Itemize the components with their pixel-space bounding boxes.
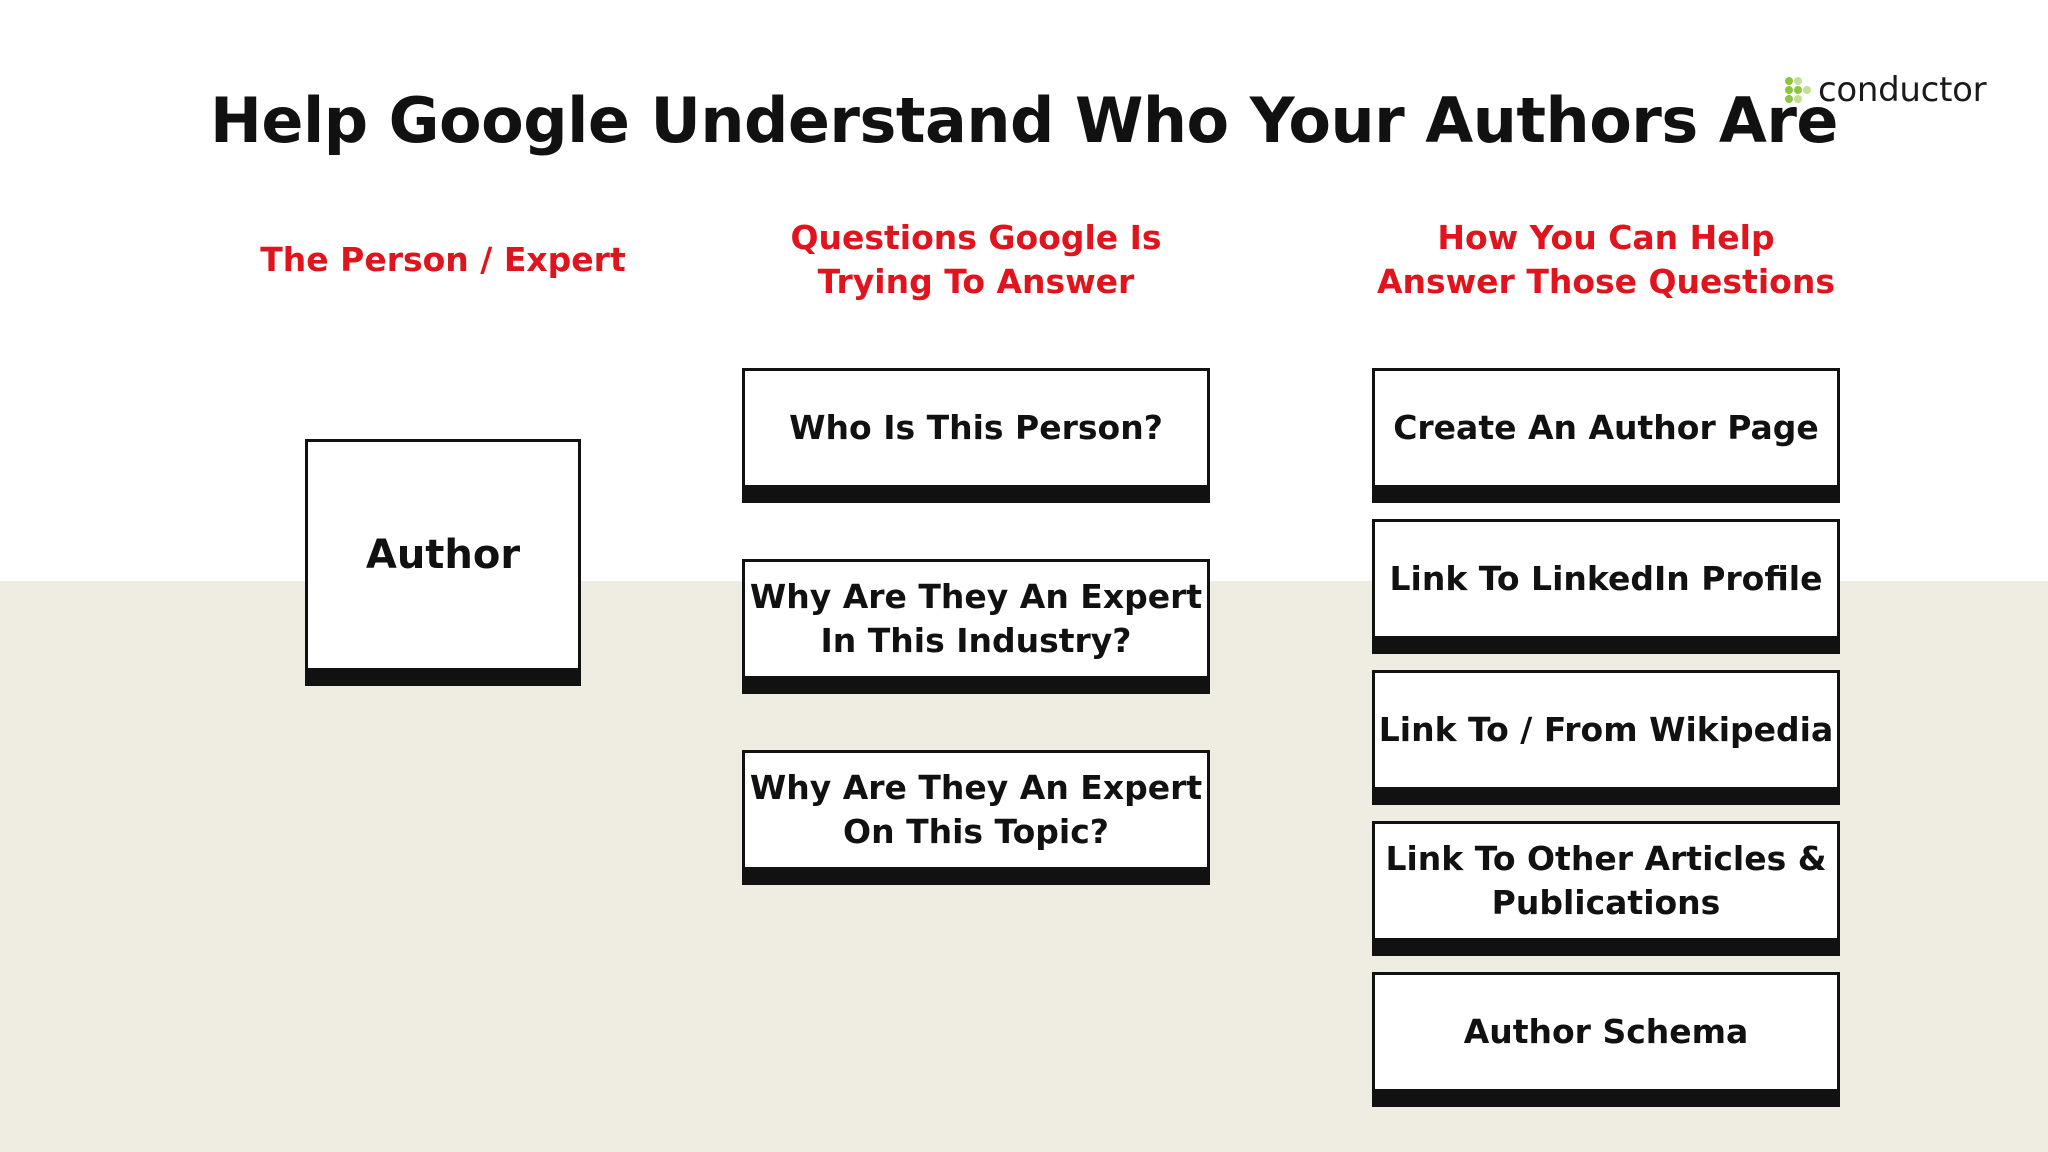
green-dots-icon <box>1785 77 1811 103</box>
box-label: Link To / From Wikipedia <box>1378 710 1834 749</box>
action-box-wikipedia: Link To / From Wikipedia <box>1372 670 1840 805</box>
action-box-other-articles: Link To Other Articles & Publications <box>1372 821 1840 956</box>
box-label: Publications <box>1491 883 1721 922</box>
box-label: Author <box>365 532 521 578</box>
conductor-logo: conductor <box>1784 68 1987 112</box>
heading-line: The Person / Expert <box>260 240 626 279</box>
heading-how-to-help: How You Can Help Answer Those Questions <box>1372 216 1840 304</box>
question-box-industry: Why Are They An Expert In This Industry? <box>742 559 1210 694</box>
box-label: On This Topic? <box>843 812 1109 851</box>
box-label: In This Industry? <box>820 621 1132 660</box>
page-title: Help Google Understand Who Your Authors … <box>210 84 1838 157</box>
heading-person-expert: The Person / Expert <box>243 238 643 282</box>
box-label: Link To Other Articles & <box>1385 839 1827 878</box>
author-box: Author <box>305 439 581 686</box>
heading-line: Questions Google Is <box>790 218 1162 257</box>
heading-line: How You Can Help <box>1437 218 1775 257</box>
action-box-author-page: Create An Author Page <box>1372 368 1840 503</box>
box-label: Why Are They An Expert <box>749 577 1203 616</box>
action-box-author-schema: Author Schema <box>1372 972 1840 1107</box>
heading-questions: Questions Google Is Trying To Answer <box>742 216 1210 304</box>
action-box-linkedin: Link To LinkedIn Profile <box>1372 519 1840 654</box>
box-label: Create An Author Page <box>1393 408 1819 447</box>
box-label: Why Are They An Expert <box>749 768 1203 807</box>
heading-line: Trying To Answer <box>817 262 1135 301</box>
box-label: Who Is This Person? <box>789 408 1163 447</box>
question-box-who: Who Is This Person? <box>742 368 1210 503</box>
box-label: Link To LinkedIn Profile <box>1389 559 1823 598</box>
logo-text: conductor <box>1818 70 1987 110</box>
heading-line: Answer Those Questions <box>1377 262 1835 301</box>
box-label: Author Schema <box>1463 1012 1749 1051</box>
question-box-topic: Why Are They An Expert On This Topic? <box>742 750 1210 885</box>
